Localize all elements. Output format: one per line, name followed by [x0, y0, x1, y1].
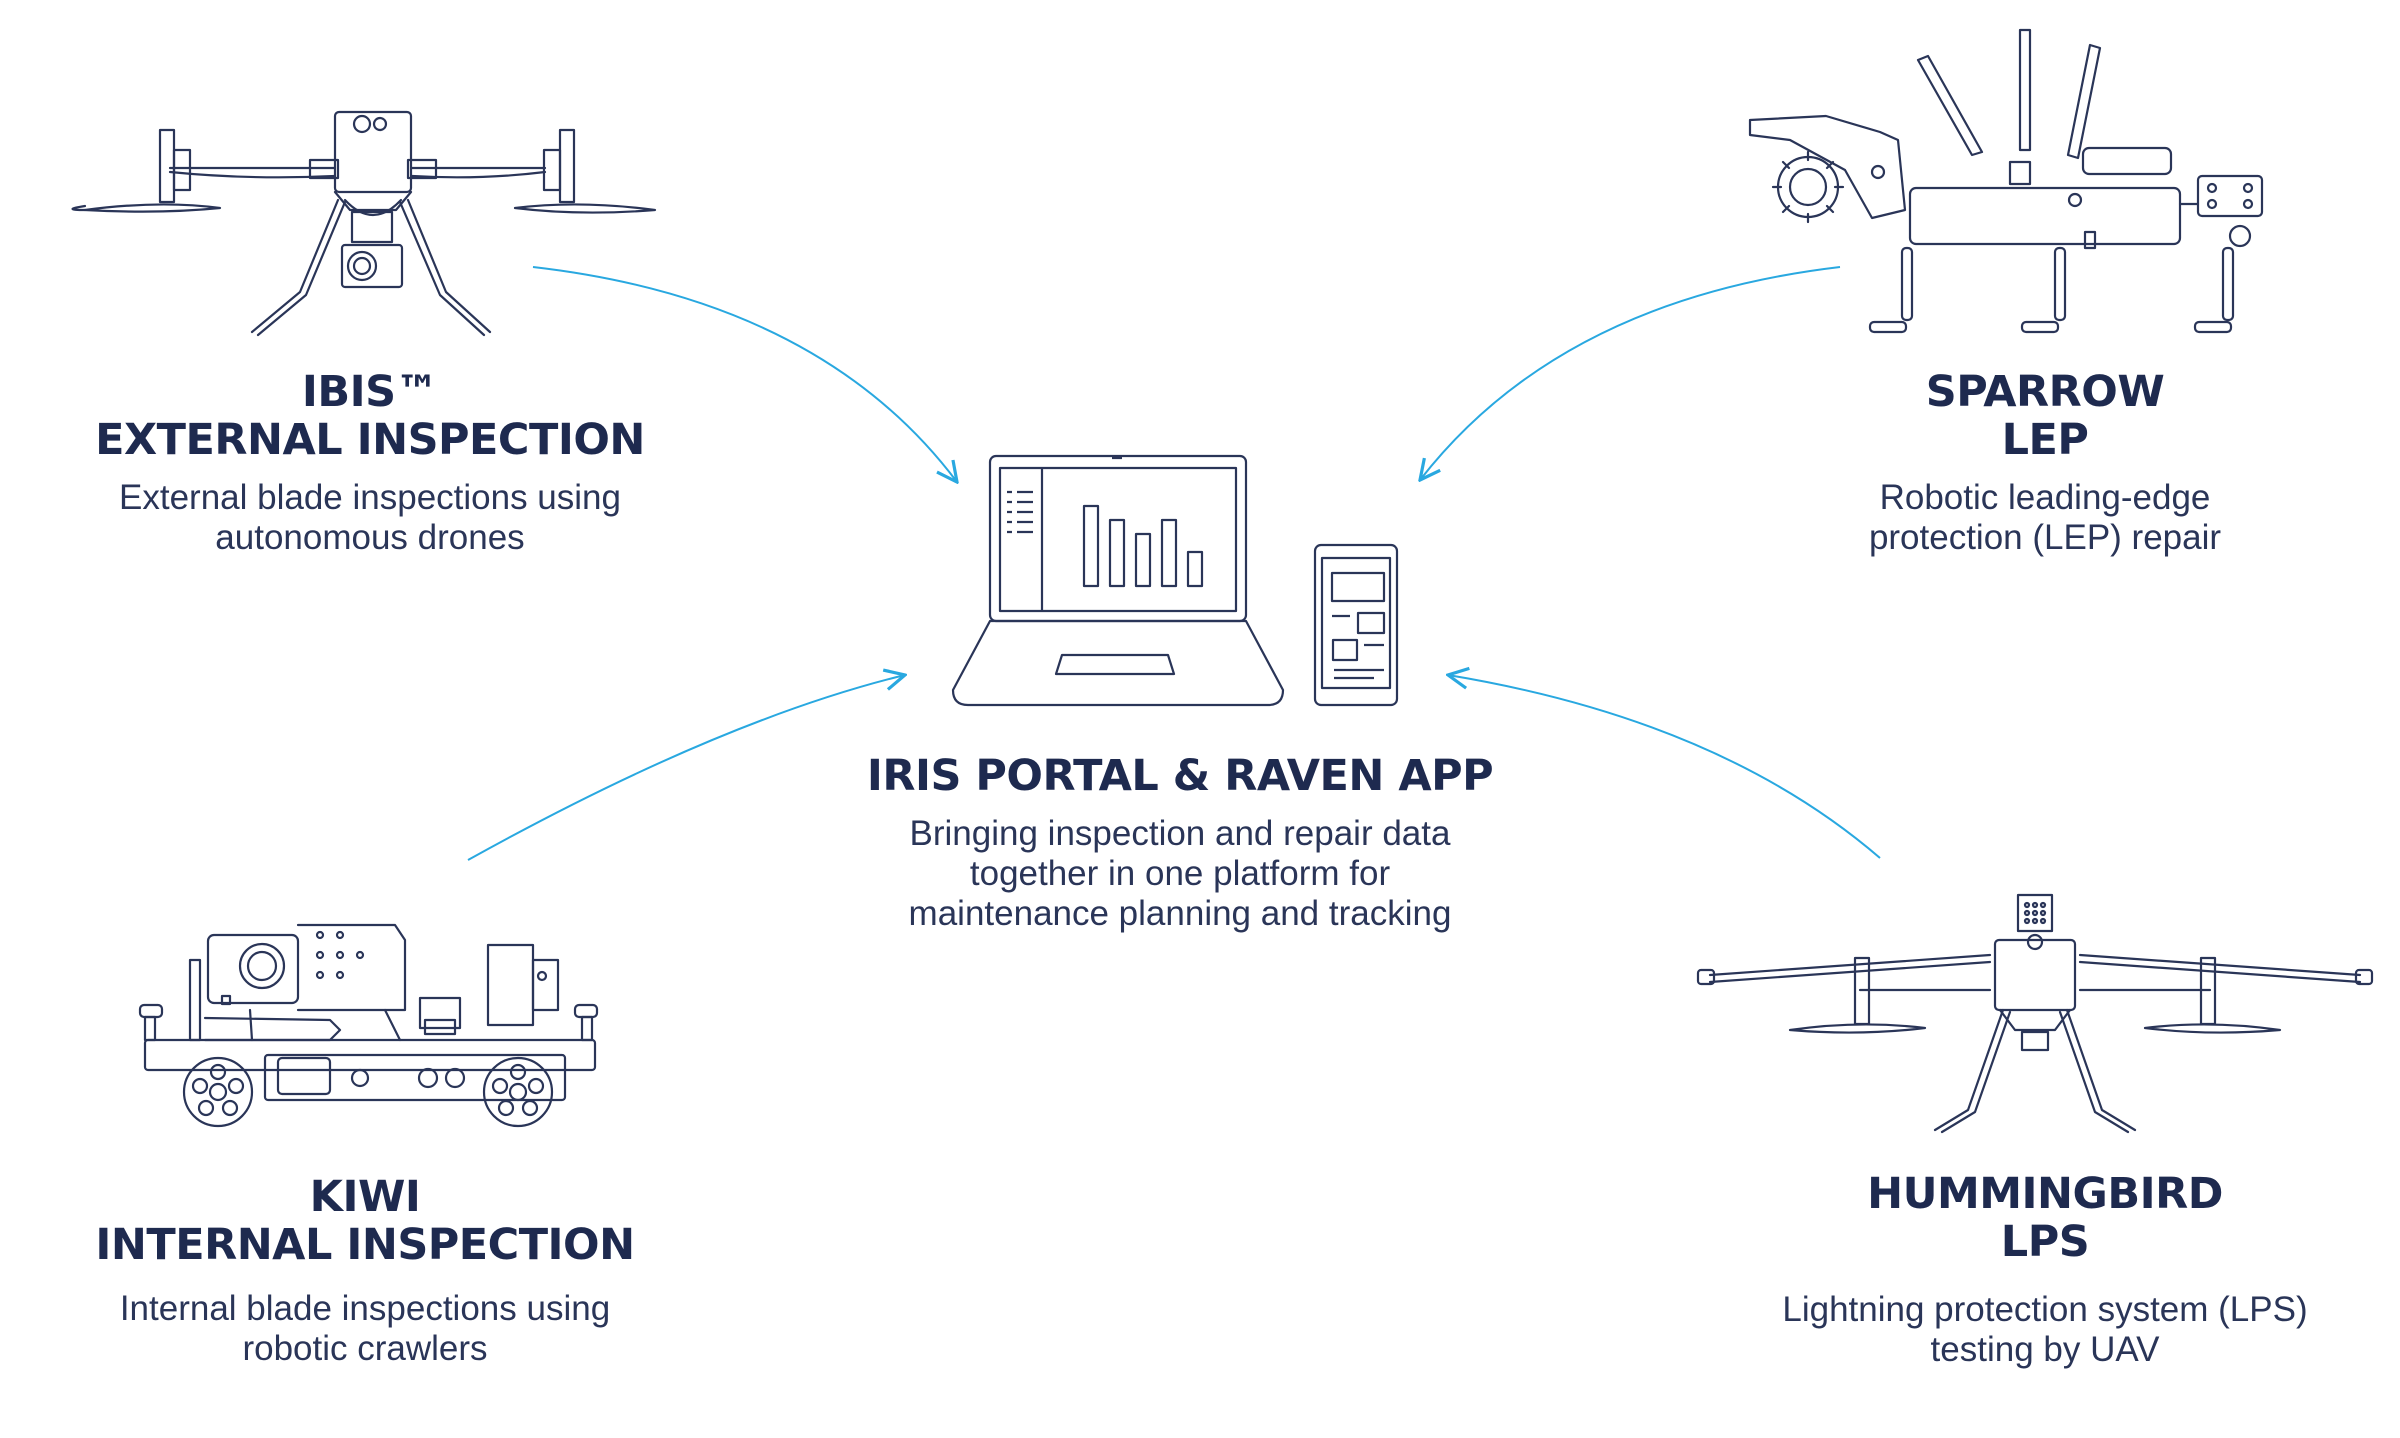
title-line: IBIS™ — [301, 367, 439, 417]
crawler-robot-icon — [138, 923, 599, 1128]
node-iris: IRIS PORTAL & RAVEN APP Bringing inspect… — [820, 752, 1540, 934]
node-title: IBIS™ EXTERNAL INSPECTION — [70, 368, 670, 464]
title-line: HUMMINGBIRD — [1867, 1169, 2223, 1219]
description-line: protection (LEP) repair — [1868, 518, 2222, 557]
edge-hummingbird-to-iris — [1448, 675, 1881, 859]
title-line: LPS — [2000, 1217, 2090, 1267]
node-description: External blade inspections using autonom… — [70, 478, 670, 558]
title-line: INTERNAL INSPECTION — [95, 1220, 635, 1270]
node-description: Internal blade inspections using robotic… — [65, 1289, 665, 1369]
node-description: Lightning protection system (LPS) testin… — [1745, 1290, 2345, 1370]
repair-robot-icon — [1748, 28, 2264, 334]
edge-kiwi-to-iris — [467, 675, 905, 861]
description-line: Internal blade inspections using — [119, 1289, 611, 1328]
description-line: External blade inspections using — [119, 478, 621, 517]
description-line: testing by UAV — [1930, 1330, 2160, 1369]
title-line: KIWI — [309, 1172, 421, 1222]
title-line: IRIS PORTAL & RAVEN APP — [866, 751, 1494, 801]
node-kiwi: KIWI INTERNAL INSPECTION Internal blade … — [65, 1173, 665, 1369]
description-line: maintenance planning and tracking — [908, 894, 1452, 933]
edge-ibis-to-iris — [532, 266, 957, 482]
node-description: Bringing inspection and repair data toge… — [820, 814, 1540, 934]
node-title: IRIS PORTAL & RAVEN APP — [820, 752, 1540, 800]
description-line: Robotic leading-edge — [1879, 478, 2211, 517]
node-sparrow: SPARROW LEP Robotic leading-edge protect… — [1745, 368, 2345, 558]
node-title: HUMMINGBIRD LPS — [1745, 1170, 2345, 1266]
uav-icon — [1696, 893, 2374, 1134]
laptop-and-phone-icon — [951, 454, 1399, 707]
description-line: autonomous drones — [215, 518, 525, 557]
node-ibis: IBIS™ EXTERNAL INSPECTION External blade… — [70, 368, 670, 558]
title-line: LEP — [2001, 415, 2089, 465]
edge-sparrow-to-iris — [1420, 266, 1841, 480]
title-line: EXTERNAL INSPECTION — [95, 415, 645, 465]
title-line: SPARROW — [1925, 367, 2165, 417]
description-line: Bringing inspection and repair data — [909, 814, 1451, 853]
drone-icon — [71, 110, 657, 337]
node-hummingbird: HUMMINGBIRD LPS Lightning protection sys… — [1745, 1170, 2345, 1370]
description-line: robotic crawlers — [242, 1329, 488, 1368]
description-line: Lightning protection system (LPS) — [1782, 1290, 2308, 1329]
node-title: SPARROW LEP — [1745, 368, 2345, 464]
description-line: together in one platform for — [969, 854, 1391, 893]
node-description: Robotic leading-edge protection (LEP) re… — [1745, 478, 2345, 558]
node-title: KIWI INTERNAL INSPECTION — [65, 1173, 665, 1269]
